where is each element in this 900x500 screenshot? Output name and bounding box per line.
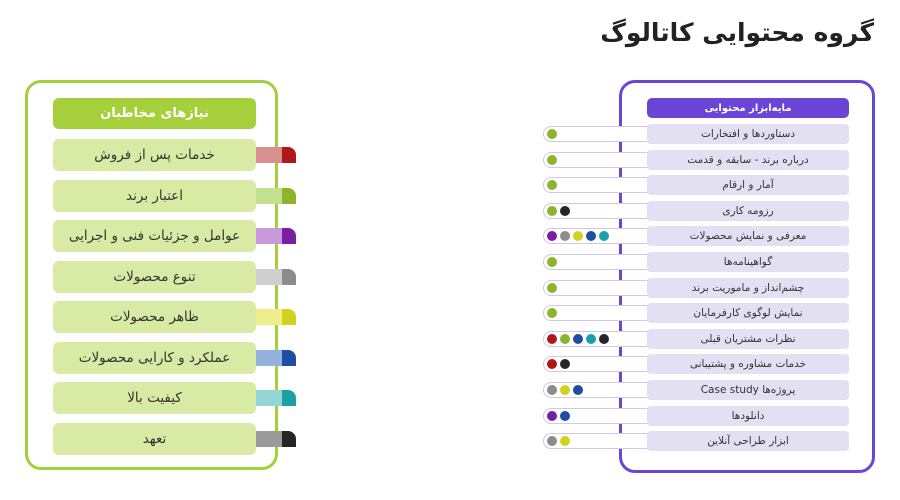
need-link-dot <box>547 180 557 191</box>
tool-dot-track <box>543 228 649 245</box>
tool-item: خدمات مشاوره و پشتیبانی <box>647 354 849 375</box>
tool-item: درباره برند - سابقه و قدمت <box>647 149 849 170</box>
tool-item: نظرات مشتریان قبلی <box>647 328 849 349</box>
audience-needs-header: نیازهای مخاطبان <box>53 98 256 129</box>
need-link-dot <box>573 385 583 395</box>
tool-item: آمار و ارقام <box>647 175 849 196</box>
tool-dot-track <box>543 382 649 398</box>
tool-item: دستاوردها و افتخارات <box>647 124 849 144</box>
tool-item: دانلودها <box>647 405 849 426</box>
tool-dot-track <box>543 330 649 347</box>
tool-dot-track <box>543 305 649 322</box>
tool-item: نمایش لوگوی کارفرمایان <box>647 303 849 324</box>
tool-dot-track <box>543 279 649 296</box>
content-tools-frame <box>619 80 875 473</box>
need-color-tab <box>282 390 296 406</box>
need-link-dot <box>547 154 557 165</box>
tool-dot-track <box>543 177 649 194</box>
need-color-swatch <box>256 187 282 204</box>
tool-item: گواهینامه‌ها <box>647 252 849 272</box>
need-color-tab <box>282 187 296 204</box>
content-tools-header: مایه‌ابزار محتوایی <box>647 98 849 118</box>
need-link-dot <box>560 410 570 421</box>
need-link-dot <box>547 308 557 319</box>
need-color-swatch <box>256 430 282 447</box>
need-link-dot <box>560 333 570 344</box>
need-item: تنوع محصولات <box>53 260 256 293</box>
need-item: ظاهر محصولات <box>53 301 256 333</box>
need-item: خدمات پس از فروش <box>53 139 256 171</box>
tool-dot-track <box>543 433 649 450</box>
need-link-dot <box>547 333 557 344</box>
tool-dot-track <box>543 356 649 373</box>
need-color-swatch <box>256 268 282 285</box>
need-link-dot <box>573 231 583 242</box>
tool-item: رزومه کاری <box>647 200 849 221</box>
need-color-swatch <box>256 228 282 244</box>
need-link-dot <box>547 129 557 139</box>
need-link-dot <box>599 231 609 242</box>
need-link-dot <box>586 231 596 242</box>
need-color-tab <box>282 349 296 366</box>
need-item: عملکرد و کارایی محصولات <box>53 341 256 374</box>
tool-item: پروژه‌ها Case study <box>647 380 849 400</box>
need-color-swatch <box>256 349 282 366</box>
need-color-swatch <box>256 147 282 163</box>
tool-dot-track <box>543 254 649 270</box>
need-link-dot <box>586 333 596 344</box>
tool-dot-track <box>543 202 649 219</box>
need-link-dot <box>560 205 570 216</box>
need-link-dot <box>560 436 570 447</box>
need-link-dot <box>560 359 570 370</box>
need-link-dot <box>573 333 583 344</box>
need-link-dot <box>560 385 570 395</box>
need-color-swatch <box>256 390 282 406</box>
need-color-tab <box>282 147 296 163</box>
need-link-dot <box>547 359 557 370</box>
tool-dot-track <box>543 407 649 424</box>
need-item: تعهد <box>53 422 256 455</box>
need-link-dot <box>547 410 557 421</box>
need-link-dot <box>599 333 609 344</box>
need-color-tab <box>282 309 296 325</box>
need-link-dot <box>547 231 557 242</box>
page-title: گروه محتوایی کاتالوگ <box>600 18 874 47</box>
need-item: اعتبار برند <box>53 179 256 212</box>
need-color-tab <box>282 430 296 447</box>
need-link-dot <box>547 385 557 395</box>
need-link-dot <box>547 282 557 293</box>
need-color-swatch <box>256 309 282 325</box>
need-link-dot <box>547 436 557 447</box>
need-item: عوامل و جزئیات فنی و اجرایی <box>53 220 256 252</box>
tool-item: معرفی و نمایش محصولات <box>647 226 849 247</box>
tool-item: چشم‌انداز و ماموریت برند <box>647 277 849 298</box>
need-color-tab <box>282 228 296 244</box>
tool-dot-track <box>543 126 649 142</box>
need-link-dot <box>547 257 557 267</box>
tool-dot-track <box>543 151 649 168</box>
need-link-dot <box>547 205 557 216</box>
need-color-tab <box>282 268 296 285</box>
tool-item: ابزار طراحی آنلاین <box>647 431 849 452</box>
need-link-dot <box>560 231 570 242</box>
need-item: کیفیت بالا <box>53 382 256 414</box>
